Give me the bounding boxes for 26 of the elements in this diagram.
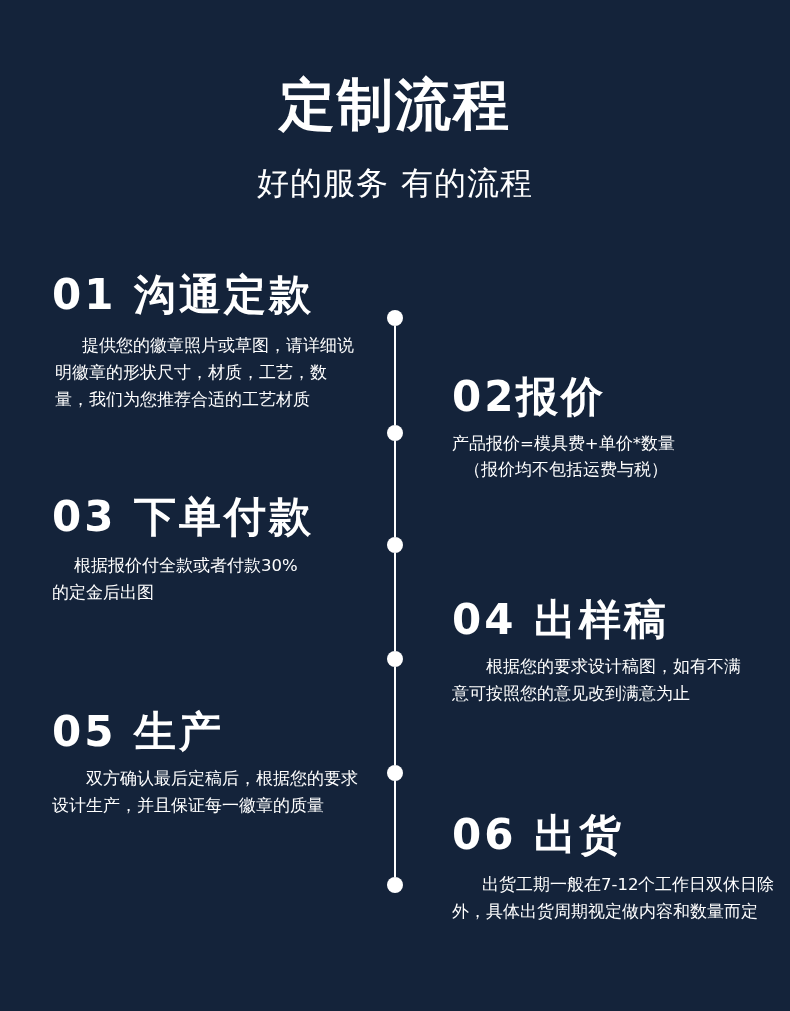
timeline-dot bbox=[387, 765, 403, 781]
subtitle: 好的服务 有的流程 bbox=[256, 163, 534, 204]
timeline-line bbox=[394, 666, 396, 766]
timeline-dot bbox=[387, 651, 403, 667]
step-heading: 06 出货 bbox=[452, 809, 625, 861]
timeline-line bbox=[394, 440, 396, 538]
step-description: 产品报价=模具费+单价*数量 bbox=[452, 433, 676, 455]
timeline-line bbox=[394, 552, 396, 652]
step-heading: 03 下单付款 bbox=[52, 491, 315, 543]
step-description: 双方确认最后定稿后，根据您的要求设计生产，并且保证每一徽章的质量 bbox=[52, 768, 359, 817]
timeline-dot bbox=[387, 537, 403, 553]
timeline-dot bbox=[387, 310, 403, 326]
step-heading: 05 生产 bbox=[52, 706, 225, 758]
step-heading: 04 出样稿 bbox=[452, 594, 670, 646]
timeline-line bbox=[394, 325, 396, 426]
timeline-dot bbox=[387, 877, 403, 893]
step-description: （报价均不包括运费与税） bbox=[463, 459, 669, 481]
timeline-line bbox=[394, 780, 396, 878]
step-description: 提供您的徽章照片或草图，请详细说明徽章的形状尺寸，材质，工艺，数量，我们为您推荐合适的工艺材质 bbox=[55, 335, 355, 411]
step-heading: 01 沟通定款 bbox=[52, 269, 315, 321]
step-description: 根据您的要求设计稿图，如有不满意可按照您的意见改到满意为止 bbox=[452, 656, 742, 705]
title: 定制流程 bbox=[277, 71, 512, 139]
step-description: 根据报价付全款或者付款30%的定金后出图 bbox=[52, 555, 299, 604]
step-heading: 02报价 bbox=[452, 371, 607, 423]
step-description: 出货工期一般在7-12个工作日双休日除外，具体出货周期视定做内容和数量而定 bbox=[452, 874, 776, 923]
timeline-dot bbox=[387, 425, 403, 441]
